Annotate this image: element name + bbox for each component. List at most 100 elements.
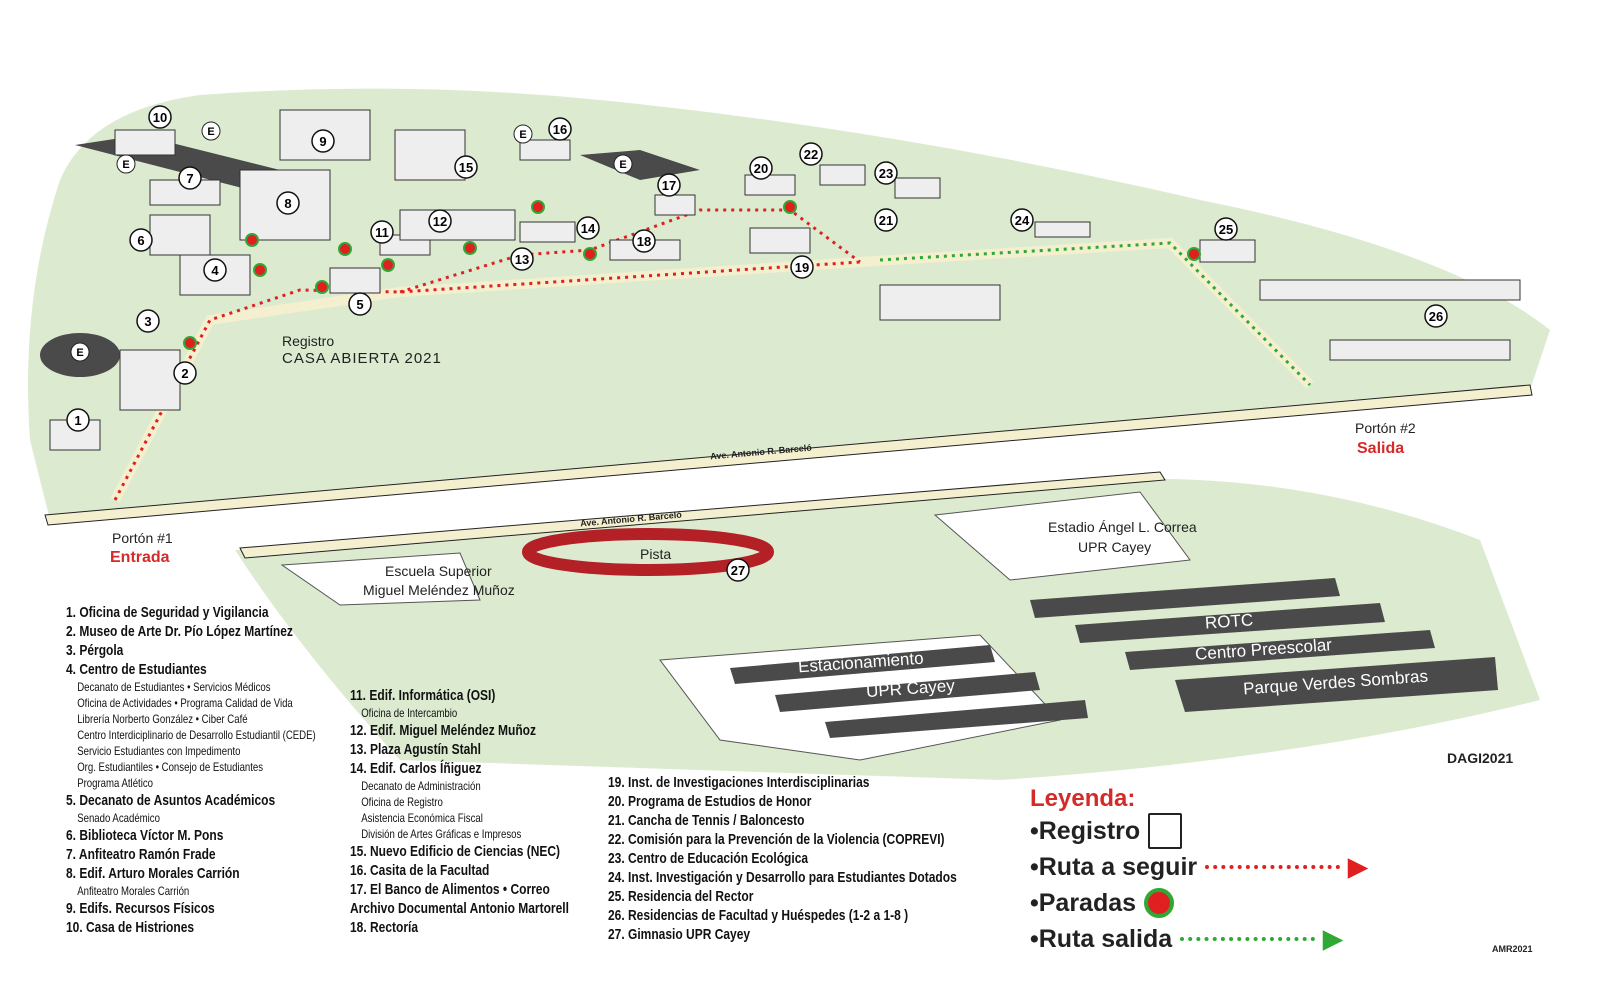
legend-stops: •Paradas [1030, 885, 1367, 921]
escuela-label: Escuela Superior [385, 563, 492, 579]
legend-route: •Ruta a seguir▶ [1030, 852, 1368, 882]
stop-marker[interactable] [338, 242, 352, 256]
building [1034, 221, 1091, 238]
location-marker-12[interactable]: 12 [428, 209, 452, 233]
exit-route-path [879, 241, 1312, 387]
stop-marker[interactable] [1187, 247, 1201, 261]
directory-entry: 15. Nuevo Edificio de Ciencias (NEC) [350, 843, 561, 860]
location-marker-5[interactable]: 5 [348, 292, 372, 316]
directory-entry: Decanato de Estudiantes • Servicios Médi… [77, 680, 271, 694]
marker-number: 15 [459, 160, 473, 175]
location-marker-26[interactable]: 26 [1424, 304, 1448, 328]
directory-entry: 21. Cancha de Tennis / Baloncesto [608, 812, 805, 829]
location-marker-22[interactable]: 22 [799, 142, 823, 166]
building [879, 284, 1001, 321]
directory-entry: Servicio Estudiantes con Impedimento [77, 744, 241, 758]
location-marker-2[interactable]: 2 [173, 361, 197, 385]
rotc-label: ROTC [1204, 610, 1254, 633]
location-marker-27[interactable]: 27 [726, 558, 750, 582]
track [522, 528, 774, 576]
stop-marker[interactable] [531, 200, 545, 214]
directory-entry: 5. Decanato de Asuntos Académicos [66, 792, 276, 809]
marker-number: 2 [181, 366, 188, 381]
marker-number: 23 [879, 166, 893, 181]
amr-credit: AMR2021 [1492, 944, 1533, 954]
parking-e-label: E [619, 159, 626, 171]
location-marker-13[interactable]: 13 [510, 247, 534, 271]
location-marker-21[interactable]: 21 [874, 208, 898, 232]
parking-e-label: E [207, 126, 214, 138]
stop-marker[interactable] [245, 233, 259, 247]
escuela-area [280, 552, 481, 606]
marker-number: 11 [375, 225, 389, 240]
location-marker-24[interactable]: 24 [1010, 208, 1034, 232]
location-marker-18[interactable]: 18 [632, 229, 656, 253]
location-marker-20[interactable]: 20 [749, 156, 773, 180]
marker-number: 1 [74, 413, 81, 428]
building [749, 227, 811, 254]
stop-marker[interactable] [783, 200, 797, 214]
directory-entry: 19. Inst. de Investigaciones Interdiscip… [608, 774, 870, 791]
location-marker-4[interactable]: 4 [203, 258, 227, 282]
directory-entry: 2. Museo de Arte Dr. Pío López Martínez [66, 623, 293, 640]
directory-entry: 7. Anfiteatro Ramón Frade [66, 846, 216, 863]
building [819, 164, 866, 186]
directory-entry: Centro Interdiciplinario de Desarrollo E… [77, 728, 316, 742]
parking-e-marker [201, 121, 221, 141]
location-marker-9[interactable]: 9 [311, 129, 335, 153]
estadio-area [933, 491, 1191, 581]
directory-entry: 18. Rectoría [350, 919, 419, 936]
directory-entry: 24. Inst. Investigación y Desarrollo par… [608, 869, 957, 886]
location-marker-25[interactable]: 25 [1214, 217, 1238, 241]
marker-number: 17 [662, 178, 676, 193]
building [1259, 279, 1521, 301]
directory-entry: 8. Edif. Arturo Morales Carrión [66, 865, 240, 882]
stop-marker[interactable] [183, 336, 197, 350]
building [239, 169, 331, 241]
stop-marker[interactable] [253, 263, 267, 277]
building [114, 129, 176, 156]
marker-number: 18 [637, 234, 651, 249]
directory-entry: Oficina de Registro [361, 795, 443, 809]
location-marker-3[interactable]: 3 [136, 309, 160, 333]
building [744, 174, 796, 196]
location-marker-8[interactable]: 8 [276, 191, 300, 215]
location-marker-19[interactable]: 19 [790, 255, 814, 279]
stop-marker[interactable] [315, 280, 329, 294]
location-marker-16[interactable]: 16 [548, 117, 572, 141]
stop-marker[interactable] [463, 241, 477, 255]
marker-number: 10 [153, 110, 167, 125]
parking-e-marker [116, 154, 136, 174]
marker-number: 3 [144, 314, 151, 329]
building [519, 139, 571, 161]
directory-entry: Programa Atlético [77, 776, 153, 790]
directory-entry: 26. Residencias de Facultad y Huéspedes … [608, 907, 909, 924]
directory-entry: 13. Plaza Agustín Stahl [350, 741, 481, 758]
directory-entry: 22. Comisión para la Prevención de la Vi… [608, 831, 945, 848]
building [119, 349, 181, 411]
location-marker-14[interactable]: 14 [576, 216, 600, 240]
directory-entry: Org. Estudiantiles • Consejo de Estudian… [77, 760, 264, 774]
building [149, 214, 211, 256]
directory-entry: 23. Centro de Educación Ecológica [608, 850, 809, 867]
location-marker-15[interactable]: 15 [454, 155, 478, 179]
location-marker-6[interactable]: 6 [129, 228, 153, 252]
location-marker-7[interactable]: 7 [178, 166, 202, 190]
marker-number: 7 [186, 171, 193, 186]
location-marker-17[interactable]: 17 [657, 173, 681, 197]
location-marker-10[interactable]: 10 [148, 105, 172, 129]
directory-entry: 14. Edif. Carlos Íñiguez [350, 760, 482, 777]
legend-exit-route: •Ruta salida▶ [1030, 924, 1343, 954]
location-marker-11[interactable]: 11 [370, 220, 394, 244]
stop-marker[interactable] [381, 258, 395, 272]
porton2-label: Portón #2 [1355, 420, 1416, 436]
north-campus-area [28, 88, 1550, 521]
location-marker-1[interactable]: 1 [66, 408, 90, 432]
location-marker-23[interactable]: 23 [874, 161, 898, 185]
marker-number: 13 [515, 252, 529, 267]
stop-marker[interactable] [583, 247, 597, 261]
registro-label: Registro [282, 333, 335, 349]
casa-abierta-label: CASA ABIERTA 2021 [282, 350, 442, 367]
